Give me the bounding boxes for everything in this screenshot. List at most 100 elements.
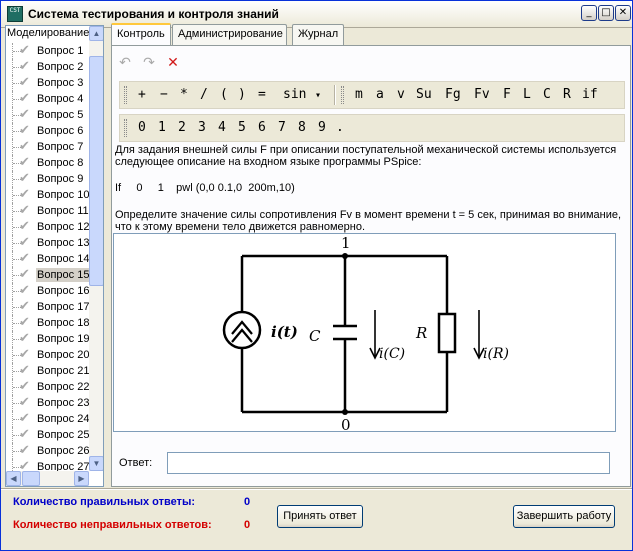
scroll-up-icon[interactable]: ▲ <box>89 26 103 41</box>
tree-item[interactable]: ✔Вопрос 9 <box>6 171 88 187</box>
tree-connector <box>13 339 21 340</box>
tree-item[interactable]: ✔Вопрос 11 <box>6 203 89 219</box>
scroll-thumb[interactable] <box>89 56 103 286</box>
var-fg[interactable]: Fg <box>445 87 461 102</box>
check-icon: ✔ <box>19 107 30 122</box>
submit-answer-button[interactable]: Принять ответ <box>277 505 363 528</box>
var-c[interactable]: C <box>543 87 551 102</box>
tree-item[interactable]: ✔Вопрос 21 <box>6 363 89 379</box>
check-icon: ✔ <box>19 219 30 234</box>
tree-item[interactable]: ✔Вопрос 24 <box>6 411 89 427</box>
digit-0[interactable]: 0 <box>138 120 146 135</box>
hscroll-thumb[interactable] <box>22 471 40 486</box>
op-minus[interactable]: − <box>160 87 168 102</box>
op-lparen[interactable]: ( <box>220 87 228 102</box>
var-su[interactable]: Su <box>416 87 432 102</box>
chevron-down-icon[interactable]: ▾ <box>315 90 322 101</box>
tab-control[interactable]: Контроль <box>111 23 171 46</box>
digit-8[interactable]: 8 <box>298 120 306 135</box>
tree-item[interactable]: ✔Вопрос 25 <box>6 427 89 443</box>
digit-dot[interactable]: . <box>336 120 344 135</box>
tree-item[interactable]: ✔Вопрос 10 <box>6 187 89 203</box>
answer-input[interactable] <box>167 452 610 474</box>
scroll-right-icon[interactable]: ▶ <box>74 471 89 486</box>
tree-connector <box>12 315 13 331</box>
undo-icon[interactable]: ↶ <box>119 55 131 71</box>
digit-5[interactable]: 5 <box>238 120 246 135</box>
tree-item[interactable]: ✔Вопрос 17 <box>6 299 89 315</box>
vertical-scrollbar[interactable]: ▲ ▼ <box>89 26 103 471</box>
var-l[interactable]: L <box>523 87 531 102</box>
tab-journal[interactable]: Журнал <box>292 24 344 45</box>
tree-item[interactable]: ✔Вопрос 15 <box>6 267 91 283</box>
horizontal-scrollbar[interactable]: ◀ ▶ <box>6 471 89 486</box>
digit-7[interactable]: 7 <box>278 120 286 135</box>
op-multiply[interactable]: * <box>180 87 188 102</box>
tree-item[interactable]: ✔Вопрос 6 <box>6 123 88 139</box>
var-fv[interactable]: Fv <box>474 87 490 102</box>
tree-root-label[interactable]: Моделирование <box>7 27 90 39</box>
question-tree[interactable]: Моделирование ✔Вопрос 1✔Вопрос 2✔Вопрос … <box>5 25 104 487</box>
tab-admin[interactable]: Администрирование <box>172 24 287 45</box>
var-m[interactable]: m <box>355 87 363 102</box>
tree-item[interactable]: ✔Вопрос 14 <box>6 251 89 267</box>
tree-item[interactable]: ✔Вопрос 20 <box>6 347 89 363</box>
tree-item[interactable]: ✔Вопрос 26 <box>6 443 89 459</box>
tree-item[interactable]: ✔Вопрос 7 <box>6 139 88 155</box>
tree-connector <box>12 75 13 91</box>
delete-icon[interactable]: ✕ <box>167 55 179 71</box>
tree-item[interactable]: ✔Вопрос 27 <box>6 459 89 475</box>
tree-item[interactable]: ✔Вопрос 2 <box>6 59 88 75</box>
var-r[interactable]: R <box>563 87 571 102</box>
tree-item[interactable]: ✔Вопрос 3 <box>6 75 88 91</box>
tree-connector <box>13 115 21 116</box>
digit-2[interactable]: 2 <box>178 120 186 135</box>
tree-item[interactable]: ✔Вопрос 12 <box>6 219 89 235</box>
tree-connector <box>12 139 13 155</box>
tree-item-label: Вопрос 5 <box>37 109 84 121</box>
grip-icon[interactable] <box>341 86 344 104</box>
close-button[interactable]: ✕ <box>615 5 631 21</box>
op-rparen[interactable]: ) <box>238 87 246 102</box>
maximize-button[interactable]: □ <box>598 5 614 21</box>
tree-item[interactable]: ✔Вопрос 18 <box>6 315 89 331</box>
var-f[interactable]: F <box>503 87 511 102</box>
tree-item[interactable]: ✔Вопрос 8 <box>6 155 88 171</box>
check-icon: ✔ <box>19 331 30 346</box>
tree-item[interactable]: ✔ Вопрос 5 <box>6 107 88 123</box>
minimize-button[interactable]: _ <box>581 5 597 21</box>
wrong-count-label: Количество неправильных ответов: <box>13 519 212 531</box>
op-equals[interactable]: = <box>258 87 266 102</box>
digit-9[interactable]: 9 <box>318 120 326 135</box>
finish-work-button[interactable]: Завершить работу <box>513 505 615 528</box>
tree-item-label: Вопрос 9 <box>37 173 84 185</box>
scroll-left-icon[interactable]: ◀ <box>6 471 21 486</box>
digit-6[interactable]: 6 <box>258 120 266 135</box>
tree-item[interactable]: ✔Вопрос 13 <box>6 235 89 251</box>
digit-3[interactable]: 3 <box>198 120 206 135</box>
tree-item[interactable]: ✔Вопрос 16 <box>6 283 90 299</box>
tree-item[interactable]: ✔Вопрос 22 <box>6 379 89 395</box>
circuit-svg: 1 0 i(t) C R i(C) i(R) <box>222 234 509 434</box>
tree-connector <box>13 51 21 52</box>
var-v[interactable]: v <box>397 87 405 102</box>
tree-item[interactable]: ✔Вопрос 19 <box>6 331 89 347</box>
digit-4[interactable]: 4 <box>218 120 226 135</box>
var-a[interactable]: a <box>376 87 384 102</box>
scroll-down-icon[interactable]: ▼ <box>89 456 103 471</box>
check-icon: ✔ <box>19 267 30 282</box>
digit-1[interactable]: 1 <box>158 120 166 135</box>
tree-item-label: Вопрос 16 <box>37 285 90 297</box>
grip-icon[interactable] <box>124 119 127 137</box>
tree-item[interactable]: ✔Вопрос 1 <box>6 43 88 59</box>
redo-icon[interactable]: ↷ <box>143 55 155 71</box>
tree-item[interactable]: ✔Вопрос 4 <box>6 91 88 107</box>
check-icon: ✔ <box>19 155 30 170</box>
var-if[interactable]: if <box>582 87 598 102</box>
op-plus[interactable]: + <box>138 87 146 102</box>
grip-icon[interactable] <box>124 86 127 104</box>
op-sin[interactable]: sin <box>283 87 307 102</box>
tree-item[interactable]: ✔Вопрос 23 <box>6 395 89 411</box>
op-divide[interactable]: / <box>200 87 208 102</box>
check-icon: ✔ <box>19 363 30 378</box>
